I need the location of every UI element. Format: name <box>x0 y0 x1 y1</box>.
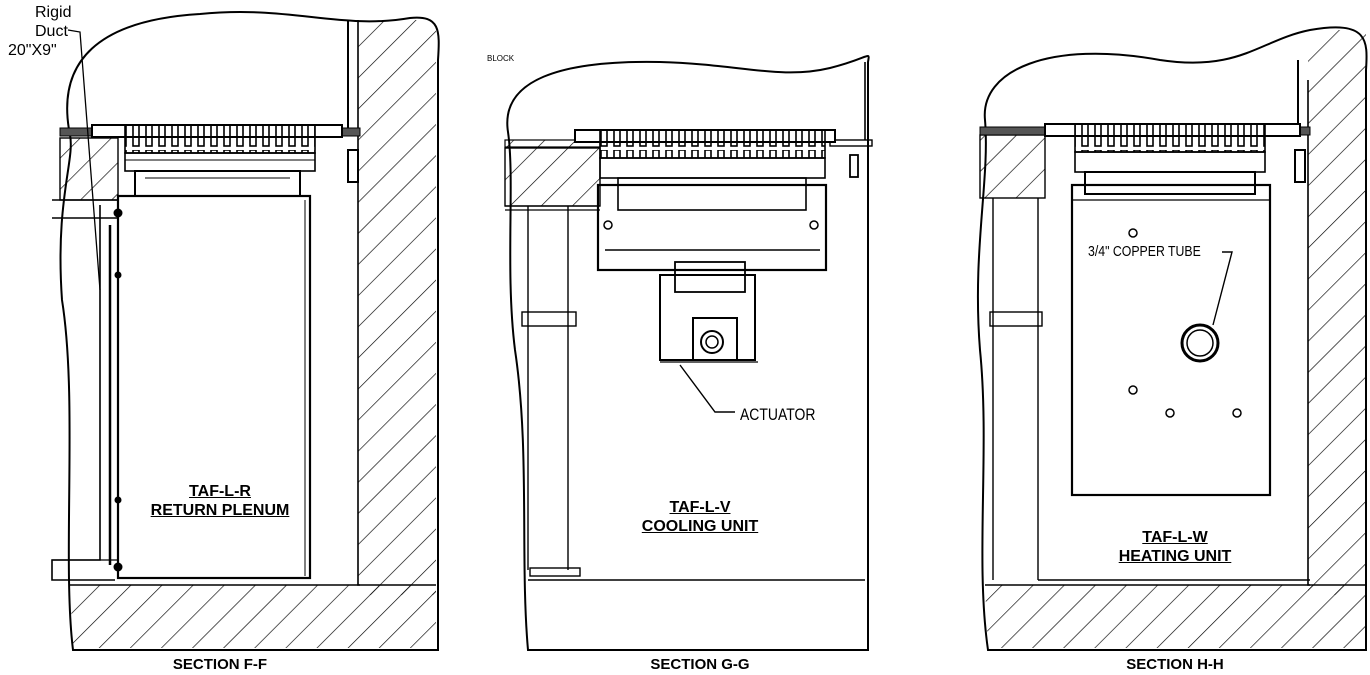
unit-name: HEATING UNIT <box>1118 548 1232 565</box>
unit-label-h: TAF-L-W HEATING UNIT <box>1095 528 1255 566</box>
section-f-f-drawing <box>51 11 440 651</box>
rigid-duct-label-line3: 20"X9" <box>8 42 57 59</box>
unit-label-g: TAF-L-V COOLING UNIT <box>620 498 780 536</box>
section-caption-g: SECTION G-G <box>650 656 750 673</box>
unit-label-f: TAF-L-R RETURN PLENUM <box>140 482 300 520</box>
section-caption-f: SECTION F-F <box>172 656 268 673</box>
unit-model: TAF-L-V <box>669 499 731 516</box>
copper-tube-label: 3/4" COPPER TUBE <box>1088 243 1201 260</box>
unit-model: TAF-L-R <box>189 483 251 500</box>
rigid-duct-label-line2: Duct <box>35 23 68 40</box>
unit-name: RETURN PLENUM <box>150 502 290 519</box>
unit-model: TAF-L-W <box>1142 529 1208 546</box>
unit-name: COOLING UNIT <box>641 518 759 535</box>
section-h-h-drawing <box>976 26 1368 651</box>
rigid-duct-label-line1: Rigid <box>35 4 72 21</box>
block-label: BLOCK <box>487 54 515 63</box>
section-caption-h: SECTION H-H <box>1126 656 1224 673</box>
actuator-label: ACTUATOR <box>740 405 816 424</box>
section-g-g-drawing <box>504 54 873 651</box>
